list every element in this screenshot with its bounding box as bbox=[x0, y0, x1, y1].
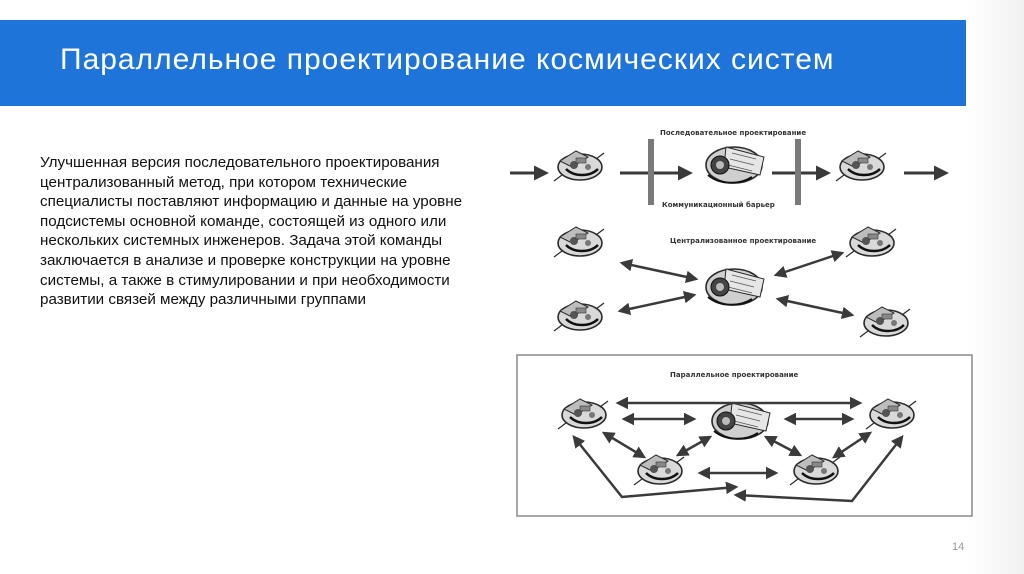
title-bar bbox=[0, 20, 966, 106]
satellite-drawing-icon bbox=[705, 146, 765, 184]
arrow-icon bbox=[775, 295, 855, 319]
satellite-drawing-icon bbox=[711, 402, 771, 440]
centralized-design-panel: Централизованное проектирование bbox=[552, 225, 912, 339]
centralized-design-title: Централизованное проектирование bbox=[670, 237, 816, 245]
communication-barrier-label: Коммуникационный барьер bbox=[662, 201, 775, 209]
arrow-icon bbox=[572, 435, 739, 499]
arrow-icon bbox=[619, 259, 699, 283]
satellite-drawing-icon bbox=[834, 149, 888, 183]
satellite-drawing-icon bbox=[858, 305, 912, 339]
satellite-drawing-icon bbox=[552, 299, 606, 333]
page-number: 14 bbox=[952, 541, 965, 553]
sequential-design-title: Последовательное проектирование bbox=[660, 129, 806, 137]
satellite-drawing-icon bbox=[552, 149, 606, 183]
barrier-post-icon bbox=[795, 139, 801, 205]
arrow-icon bbox=[617, 291, 697, 315]
satellite-drawing-icon bbox=[705, 268, 765, 306]
arrow-icon bbox=[773, 250, 845, 278]
parallel-design-panel: Параллельное проектирование bbox=[516, 354, 973, 517]
barrier-post-icon bbox=[648, 139, 654, 205]
satellite-drawing-icon bbox=[552, 225, 606, 259]
parallel-design-title: Параллельное проектирование bbox=[670, 371, 799, 379]
slide-edge-shadow bbox=[968, 0, 1024, 574]
slide-body-text: Улучшенная версия последовательного прое… bbox=[40, 154, 463, 309]
design-methods-diagram: Последовательное проектирование Коммуник… bbox=[510, 129, 973, 517]
arrow-icon bbox=[733, 435, 904, 503]
satellite-drawing-icon bbox=[844, 225, 898, 259]
sequential-design-panel: Последовательное проектирование Коммуник… bbox=[510, 129, 949, 209]
slide-title: Параллельное проектирование космических … bbox=[60, 43, 835, 76]
